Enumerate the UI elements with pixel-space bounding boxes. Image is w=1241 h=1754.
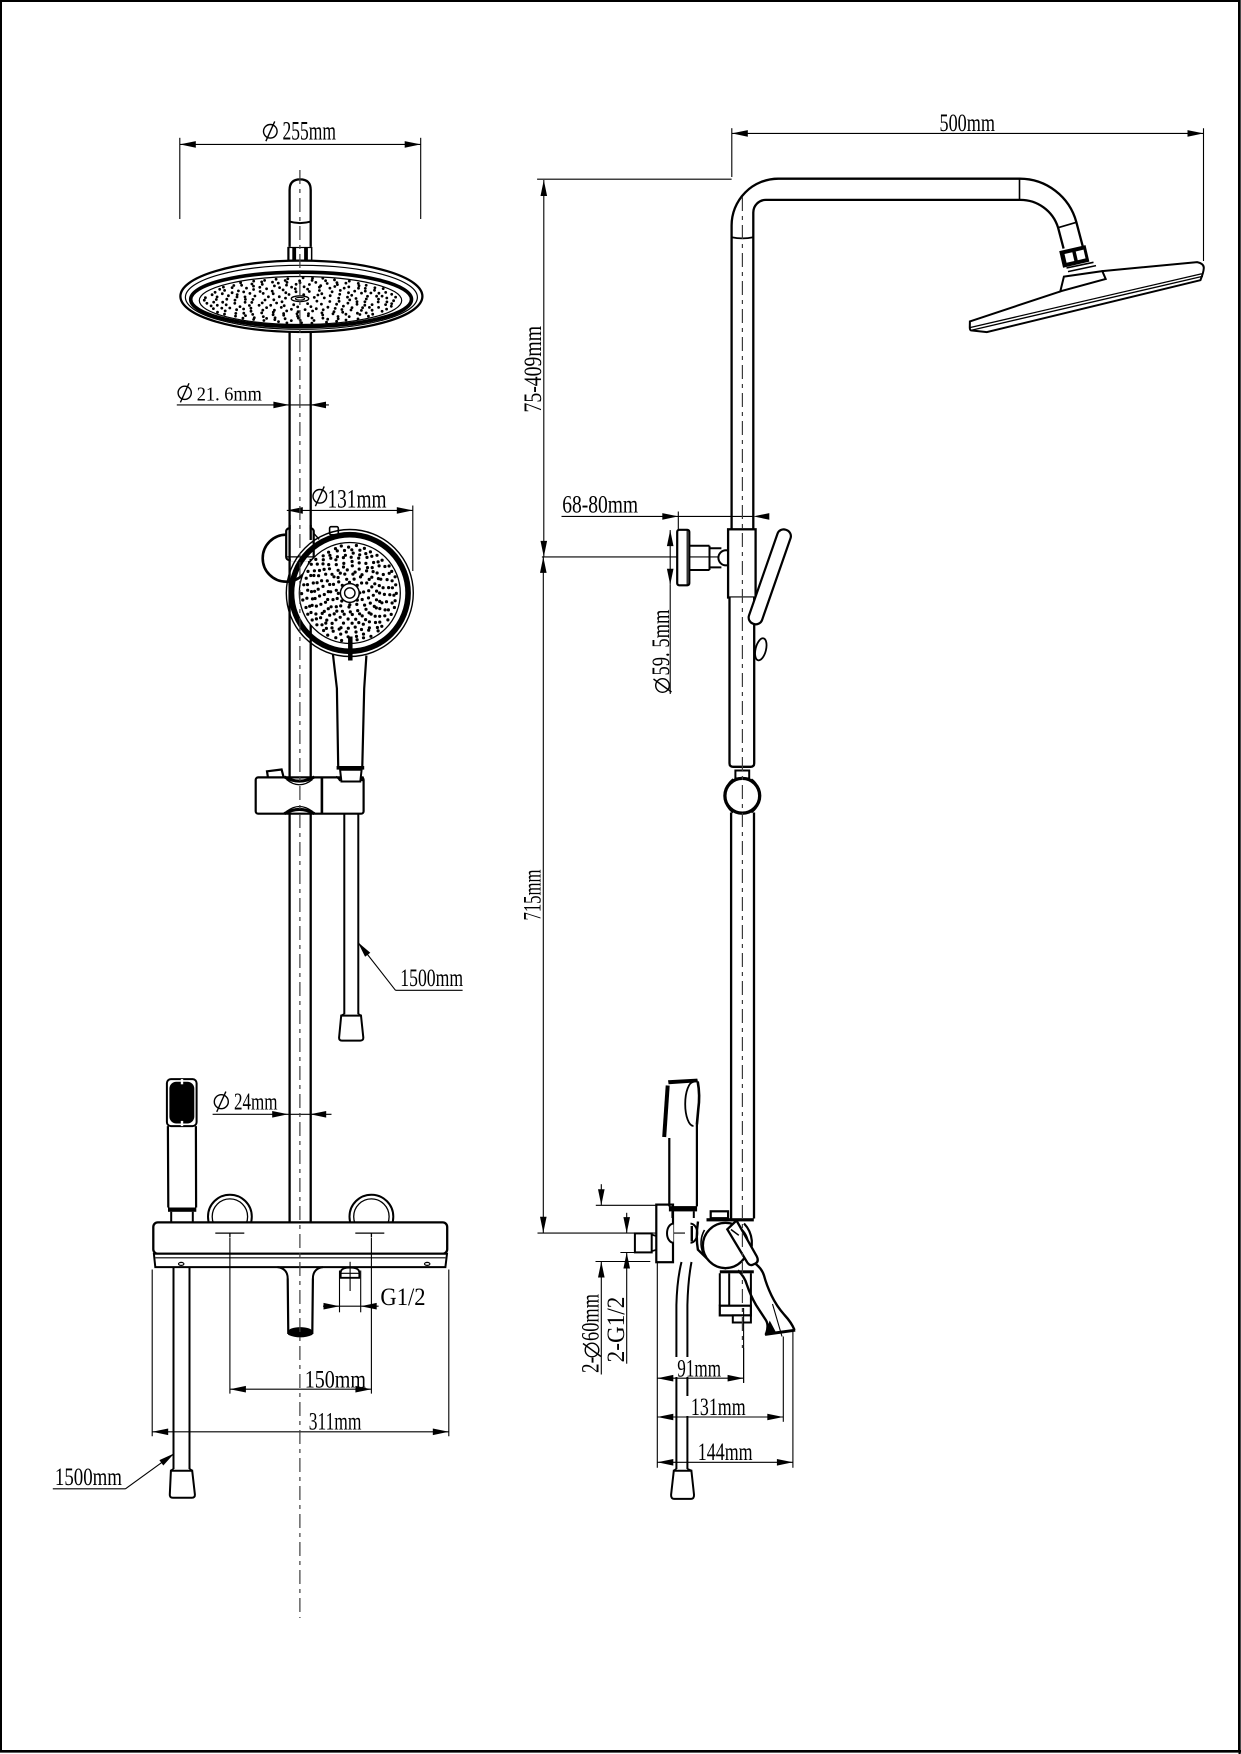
svg-text:2-G1/2: 2-G1/2 bbox=[603, 1297, 630, 1363]
svg-text:G1/2: G1/2 bbox=[380, 1284, 425, 1311]
svg-text:131mm: 131mm bbox=[328, 484, 387, 513]
svg-text:24mm: 24mm bbox=[234, 1090, 278, 1116]
svg-text:21. 6mm: 21. 6mm bbox=[197, 384, 262, 406]
svg-text:68-80mm: 68-80mm bbox=[562, 492, 638, 519]
svg-text:715mm: 715mm bbox=[520, 869, 547, 920]
svg-text:75-409mm: 75-409mm bbox=[520, 325, 547, 412]
svg-text:91mm: 91mm bbox=[677, 1355, 721, 1382]
svg-text:2-: 2- bbox=[578, 1357, 605, 1373]
svg-text:255mm: 255mm bbox=[283, 117, 337, 146]
svg-text:59. 5mm: 59. 5mm bbox=[648, 609, 675, 675]
svg-text:1500mm: 1500mm bbox=[400, 965, 463, 992]
svg-text:60mm: 60mm bbox=[578, 1294, 605, 1341]
svg-text:131mm: 131mm bbox=[691, 1394, 746, 1421]
svg-text:500mm: 500mm bbox=[940, 110, 996, 137]
svg-text:1500mm: 1500mm bbox=[55, 1464, 123, 1491]
svg-text:311mm: 311mm bbox=[309, 1409, 362, 1436]
svg-text:144mm: 144mm bbox=[698, 1439, 753, 1466]
svg-text:150mm: 150mm bbox=[305, 1366, 367, 1393]
